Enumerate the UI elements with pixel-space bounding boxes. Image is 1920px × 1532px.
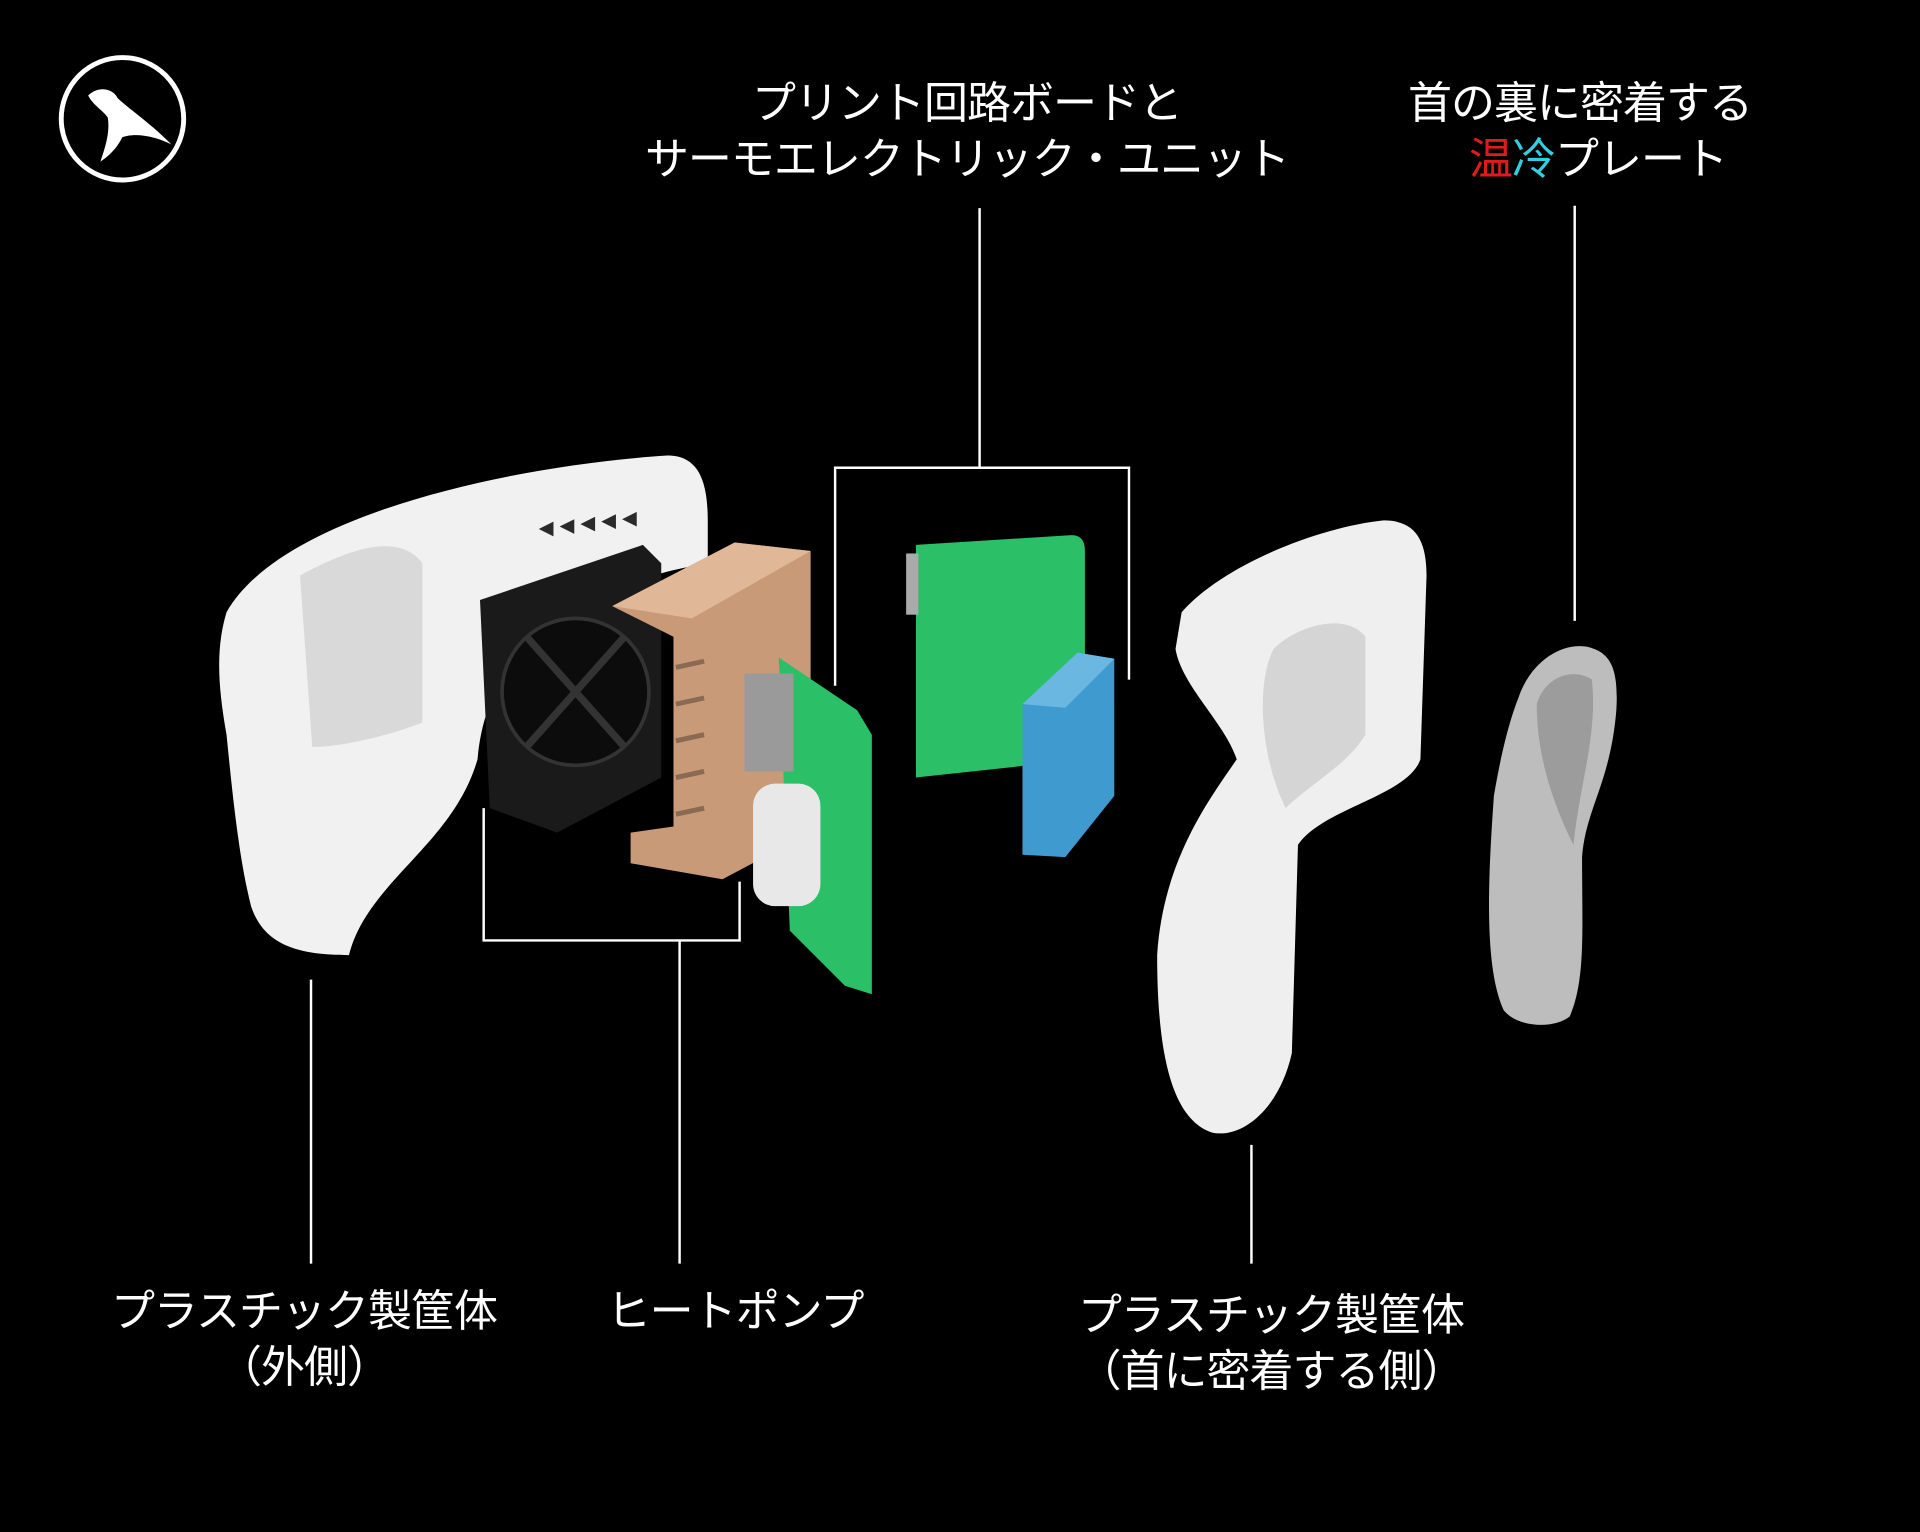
label-plate-line1: 首の裏に密着する <box>1408 78 1753 129</box>
label-outer-line1: プラスチック製筐体 <box>110 1286 498 1337</box>
label-pcb: プリント回路ボードと サーモエレクトリック・ユニット <box>644 76 1290 188</box>
label-plate-line2: 温冷プレート <box>1408 132 1752 188</box>
leader-lines <box>309 205 1576 1264</box>
fan <box>480 544 662 833</box>
hot-cold-plate <box>1489 646 1617 1025</box>
label-heat-pump-line1: ヒートポンプ <box>606 1286 865 1337</box>
label-pcb-line1: プリント回路ボードと <box>752 78 1183 129</box>
label-inner-case: プラスチック製筐体 （首に密着する側） <box>1077 1288 1466 1400</box>
label-outer-case: プラスチック製筐体 （外側） <box>110 1284 498 1396</box>
cold-text: 冷 <box>1512 134 1556 185</box>
label-inner-line1: プラスチック製筐体 <box>1077 1290 1465 1341</box>
thermoelectric-unit <box>1022 652 1115 858</box>
label-inner-line2: （首に密着する側） <box>1077 1346 1466 1397</box>
pcb-small <box>744 657 872 995</box>
label-pcb-line2: サーモエレクトリック・ユニット <box>644 134 1290 185</box>
inner-housing <box>1157 520 1427 1134</box>
plate-text: プレート <box>1555 134 1728 185</box>
label-outer-line2: （外側） <box>218 1342 391 1393</box>
label-heat-pump: ヒートポンプ <box>606 1284 865 1340</box>
hot-text: 温 <box>1469 134 1513 185</box>
seal-logo-icon <box>58 55 187 183</box>
label-plate: 首の裏に密着する 温冷プレート <box>1408 76 1753 188</box>
